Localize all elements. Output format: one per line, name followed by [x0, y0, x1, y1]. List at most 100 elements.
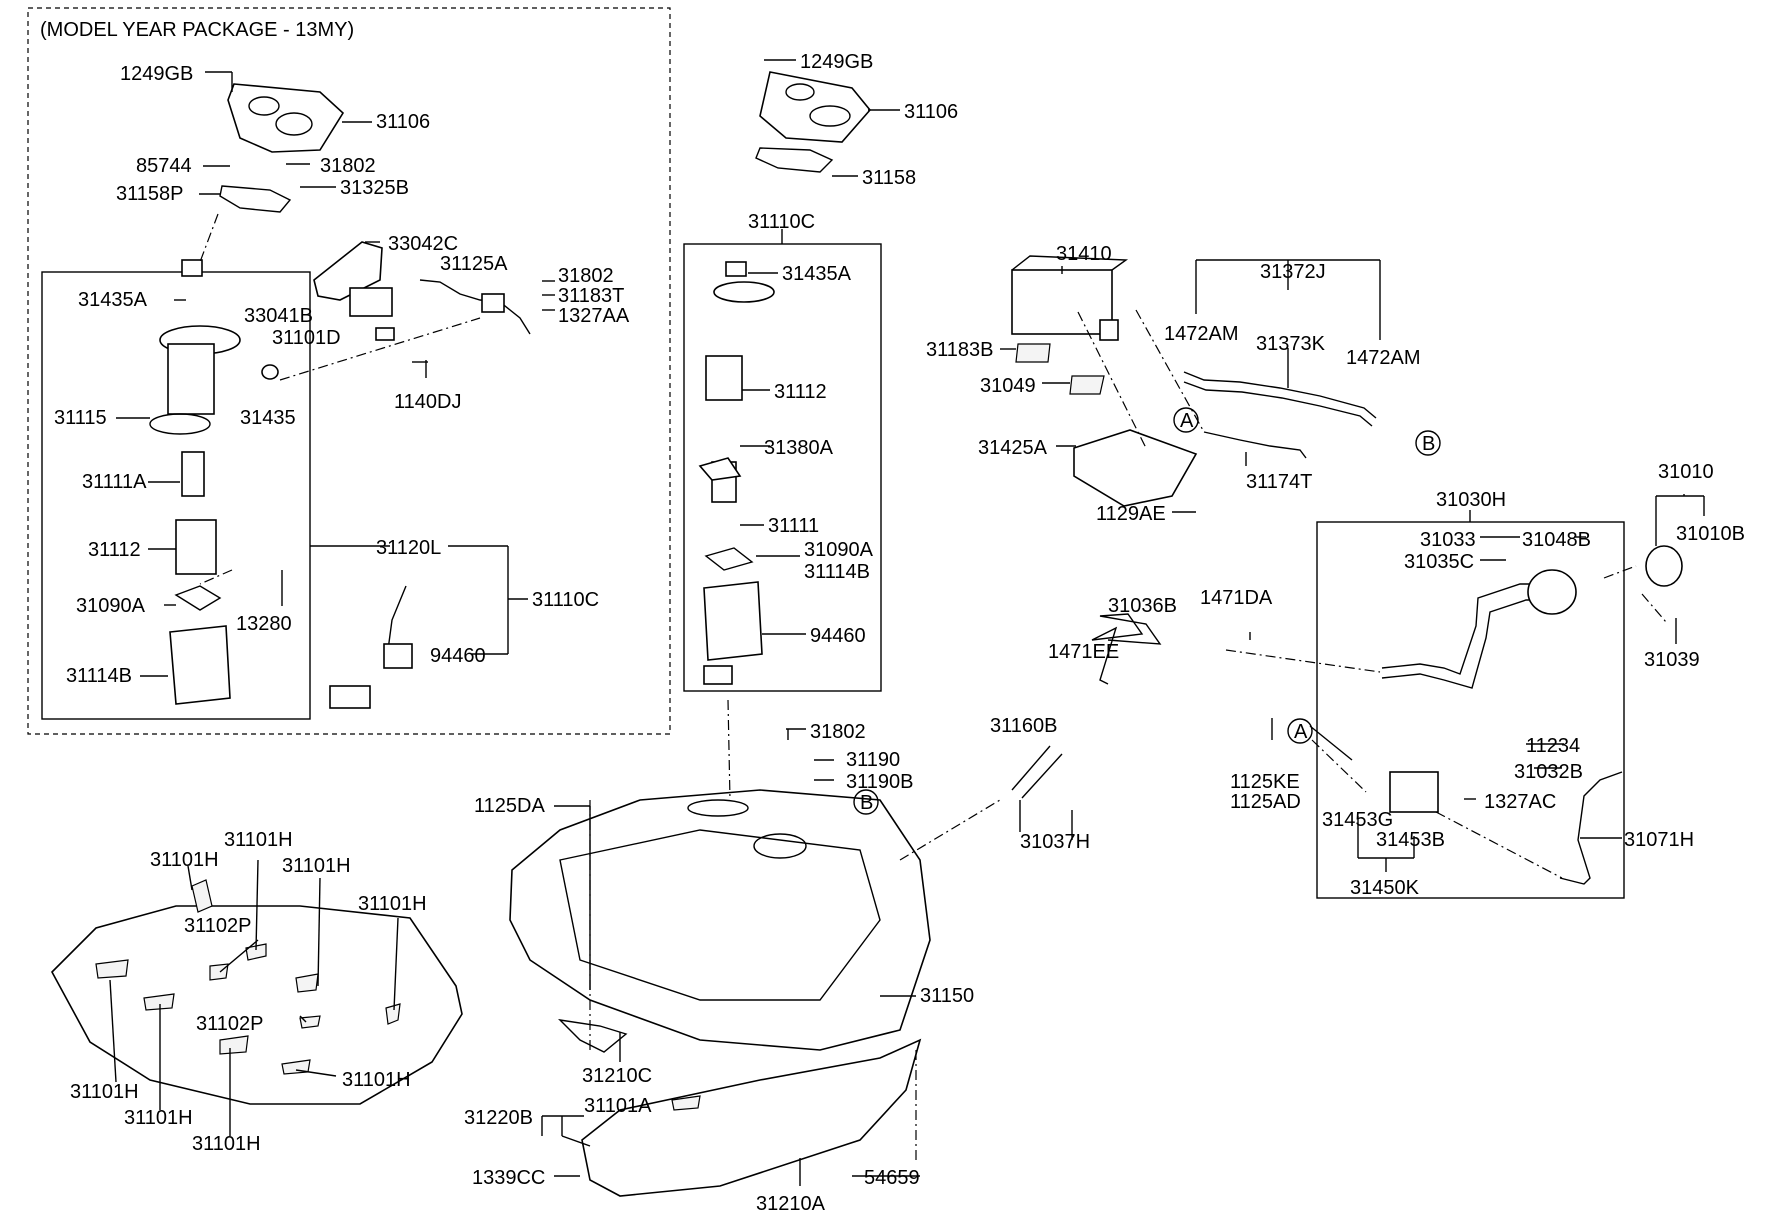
- callout-31380a: 31380A: [764, 437, 834, 459]
- callout-1125ke: 1125KE: [1230, 771, 1300, 793]
- callout-31112-center: 31112: [774, 381, 827, 403]
- callout-31111: 31111: [768, 515, 819, 537]
- callout-31115: 31115: [54, 407, 107, 429]
- callout-31450k: 31450K: [1350, 877, 1420, 899]
- callout-31101h-5: 31101H: [342, 1069, 411, 1091]
- callout-31802-c: 31802: [810, 721, 866, 743]
- callout-31036b: 31036B: [1108, 595, 1177, 617]
- callout-31120l: 31120L: [376, 537, 441, 559]
- callout-31158p: 31158P: [116, 183, 183, 205]
- fuel-cap-31010: [1645, 545, 1683, 587]
- callout-31030h: 31030H: [1436, 489, 1506, 511]
- marker-a-1: A: [1180, 410, 1194, 432]
- callout-31435: 31435: [240, 407, 296, 429]
- callout-31158: 31158: [862, 167, 916, 189]
- marker-a-2: B: [860, 792, 873, 814]
- hose-31071h: [1559, 771, 1623, 885]
- callout-31220b: 31220B: [464, 1107, 533, 1129]
- callout-1327ac: 1327AC: [1484, 791, 1556, 813]
- marker-circle-b-1: [1415, 430, 1441, 456]
- callout-1249gb-left: 1249GB: [120, 63, 193, 85]
- dash-connector-lines: [199, 213, 1667, 1162]
- fuel-pump-cover-plate-left: [227, 83, 345, 153]
- callout-31111a: 31111A: [82, 471, 147, 493]
- callout-31110c-top: 31110C: [748, 211, 815, 233]
- callout-31150: 31150: [920, 985, 974, 1007]
- shield-pads: [95, 879, 401, 1075]
- callout-11234: 11234: [1526, 735, 1580, 757]
- leader-lines: [109, 59, 1705, 1186]
- callout-31110c-right: 31110C: [532, 589, 599, 611]
- callout-31160b: 31160B: [990, 715, 1057, 737]
- callout-1472am-right: 1472AM: [1346, 347, 1421, 369]
- canister-31410: [1011, 255, 1129, 341]
- callout-31037h: 31037H: [1020, 831, 1090, 853]
- callout-94460-center: 94460: [810, 625, 866, 647]
- canister-pads: [1015, 343, 1105, 395]
- callout-1140dj: 1140DJ: [394, 391, 461, 413]
- callout-31101h-6: 31101H: [70, 1081, 139, 1103]
- callout-31101h-3: 31101H: [282, 855, 351, 877]
- callout-94460-left: 94460: [430, 645, 486, 667]
- callout-31190b: 31190B: [846, 771, 913, 793]
- marker-circle-b-2: [1287, 718, 1313, 744]
- callout-31106-left: 31106: [376, 111, 430, 133]
- callout-31372j: 31372J: [1260, 261, 1326, 283]
- callout-31048b: 31048B: [1522, 529, 1591, 551]
- callout-31125a: 31125A: [440, 253, 508, 275]
- gasket-left: [219, 185, 292, 213]
- vapor-tube-31174t: [1203, 431, 1307, 459]
- valve-31453b: [1389, 771, 1439, 813]
- callout-31174t: 31174T: [1246, 471, 1312, 493]
- callout-13280: 13280: [236, 613, 292, 635]
- callout-31010: 31010: [1658, 461, 1714, 483]
- callout-1125da: 1125DA: [474, 795, 545, 817]
- callout-31090a-left: 31090A: [76, 595, 146, 617]
- callout-31102p-2: 31102P: [196, 1013, 263, 1035]
- hose-31036b: [1091, 613, 1162, 685]
- callout-31425a: 31425A: [978, 437, 1048, 459]
- callout-31802-a: 31802: [320, 155, 376, 177]
- callout-31071h: 31071H: [1624, 829, 1694, 851]
- canister-bracket-31425a: [1073, 429, 1198, 507]
- filler-neck-31030h: [1381, 569, 1577, 689]
- callout-31039: 31039: [1644, 649, 1700, 671]
- package-label: (MODEL YEAR PACKAGE - 13MY): [40, 19, 354, 41]
- callout-31101h-2: 31101H: [224, 829, 293, 851]
- callout-31435a-center: 31435A: [782, 263, 852, 285]
- bracket-33042c: [313, 241, 395, 341]
- callout-31183b: 31183B: [926, 339, 993, 361]
- callout-31210a: 31210A: [756, 1193, 826, 1211]
- callout-31033: 31033: [1420, 529, 1476, 551]
- callout-85744: 85744: [136, 155, 192, 177]
- callout-31373k: 31373K: [1256, 333, 1326, 355]
- marker-b-1: B: [1422, 433, 1435, 455]
- callout-31435a-left: 31435A: [78, 289, 148, 311]
- callout-31183t: 31183T: [558, 285, 624, 307]
- callout-1339cc: 1339CC: [472, 1167, 545, 1189]
- callout-31090a-center: 31090A: [804, 539, 874, 561]
- callout-31325b: 31325B: [340, 177, 409, 199]
- callout-31035c: 31035C: [1404, 551, 1474, 573]
- pump-assembly-box-left: [41, 271, 311, 720]
- callout-31453g: 31453G: [1322, 809, 1393, 831]
- callout-1129ae: 1129AE: [1096, 503, 1166, 525]
- wiring-harness-31125a: [419, 279, 531, 335]
- fuel-pump-module-left: [149, 259, 279, 705]
- callout-1327aa: 1327AA: [558, 305, 630, 327]
- tube-31160b: [1011, 745, 1063, 799]
- callout-31210c: 31210C: [582, 1065, 652, 1087]
- callout-31802-b: 31802: [558, 265, 614, 287]
- callout-31453b: 31453B: [1376, 829, 1445, 851]
- callout-1472am-left: 1472AM: [1164, 323, 1239, 345]
- marker-circle-a-1: [1173, 407, 1199, 433]
- callout-31102p-1: 31102P: [184, 915, 251, 937]
- callout-31049: 31049: [980, 375, 1036, 397]
- gasket-center: [755, 147, 834, 173]
- callout-31114b-left: 31114B: [66, 665, 132, 687]
- vapor-hose-31373k: [1183, 371, 1377, 427]
- callout-31101h-8: 31101H: [192, 1133, 261, 1155]
- callout-33042c: 33042C: [388, 233, 458, 255]
- bracket-31210c: [558, 1018, 628, 1053]
